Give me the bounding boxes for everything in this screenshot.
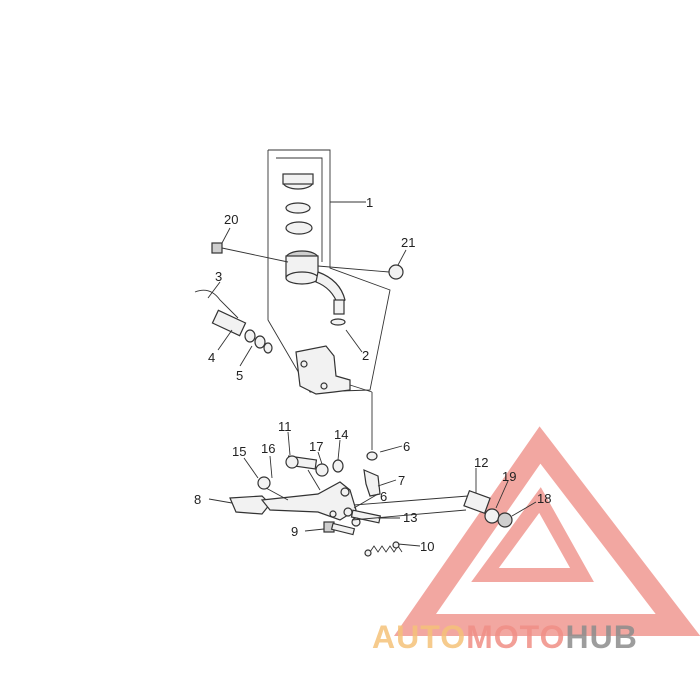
watermark-logo bbox=[393, 426, 700, 636]
brake-switch bbox=[194, 289, 273, 354]
callout-9: 9 bbox=[291, 524, 298, 539]
svg-text:AUTOMOTOHUB: AUTOMOTOHUB bbox=[372, 619, 638, 655]
mounting-bolt bbox=[211, 242, 289, 263]
mounting-nut bbox=[317, 264, 404, 280]
callout-19: 19 bbox=[502, 469, 516, 484]
pedal-pin bbox=[323, 521, 356, 536]
callout-3: 3 bbox=[215, 269, 222, 284]
callout-6a: 6 bbox=[403, 439, 410, 454]
callout-labels: 1 2 3 4 5 6 6 7 8 9 10 11 12 13 14 15 16… bbox=[194, 195, 551, 554]
watermark-text: AUTOMOTOHUB bbox=[372, 619, 638, 655]
callout-6b: 6 bbox=[380, 489, 387, 504]
watermark-word-auto: AUTO bbox=[372, 619, 466, 655]
bushing-set bbox=[351, 489, 513, 528]
callout-4: 4 bbox=[208, 350, 215, 365]
pedal-bolt bbox=[343, 507, 382, 527]
pushrod bbox=[363, 451, 381, 497]
callout-14: 14 bbox=[334, 427, 348, 442]
cylinder-enclosure bbox=[267, 149, 391, 393]
watermark-word-moto: MOTO bbox=[466, 619, 565, 655]
callout-2: 2 bbox=[362, 348, 369, 363]
callout-20: 20 bbox=[224, 212, 238, 227]
callout-13: 13 bbox=[403, 510, 417, 525]
callout-7: 7 bbox=[398, 473, 405, 488]
reservoir-assembly bbox=[282, 173, 346, 326]
callout-21: 21 bbox=[401, 235, 415, 250]
brake-pedal bbox=[229, 481, 357, 521]
callout-5: 5 bbox=[236, 368, 243, 383]
master-cylinder bbox=[295, 345, 373, 450]
watermark-word-hub: HUB bbox=[565, 619, 637, 655]
callout-18: 18 bbox=[537, 491, 551, 506]
callout-11: 11 bbox=[278, 419, 292, 434]
callout-15: 15 bbox=[232, 444, 246, 459]
leader-lines bbox=[207, 201, 537, 547]
pivot-hardware bbox=[257, 455, 344, 501]
callout-12: 12 bbox=[474, 455, 488, 470]
callout-16: 16 bbox=[261, 441, 275, 456]
callout-1: 1 bbox=[366, 195, 373, 210]
callout-8: 8 bbox=[194, 492, 201, 507]
return-spring bbox=[364, 541, 403, 557]
callout-10: 10 bbox=[420, 539, 434, 554]
callout-17: 17 bbox=[309, 439, 323, 454]
